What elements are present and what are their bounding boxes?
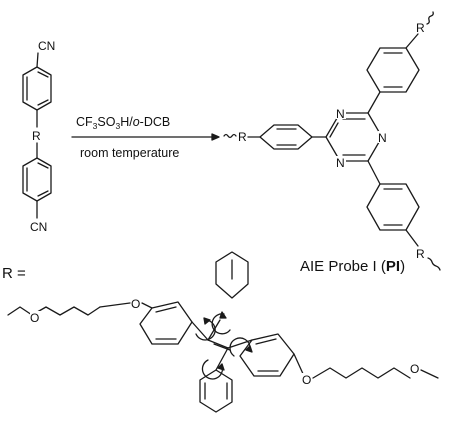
o-right-ether: O — [302, 373, 311, 387]
rotation-arrow-top — [211, 313, 231, 335]
left-alkyl-chain — [7, 306, 101, 316]
r-definition-label: R = — [2, 265, 26, 282]
wavy-bond-top — [426, 11, 434, 25]
triazine-n-top: N — [336, 107, 345, 121]
product-structure: R N N N R R — [223, 11, 441, 271]
benzene-ring-top — [366, 47, 420, 93]
cn-top-bond — [36, 52, 39, 68]
probe-label: AIE Probe I (PI) — [300, 258, 405, 275]
monomer-structure: CN R CN — [22, 39, 55, 234]
o-left-ether: O — [131, 297, 140, 311]
r-monomer-label: R — [32, 129, 41, 143]
o-right-methoxy: O — [410, 362, 419, 376]
benzene-ring-phenoxy-left — [139, 301, 193, 345]
cn-bottom-label: CN — [30, 220, 47, 234]
rotation-arrow-left — [195, 319, 216, 341]
arrow-head — [211, 133, 220, 141]
condition-label: room temperature — [80, 146, 179, 160]
r-top-label: R — [416, 21, 425, 35]
ethylene-bond — [207, 339, 229, 349]
rotation-arrow-right — [229, 337, 251, 357]
wavy-bond-bottom — [427, 257, 441, 271]
r-group-structure: O O O O — [7, 251, 439, 413]
wavy-bond-left — [223, 133, 237, 139]
reagent-label: CF3SO3H/o-DCB — [76, 115, 170, 131]
phenyl-ring-top — [215, 251, 249, 299]
rotation-arrow-bottom — [201, 359, 224, 380]
triazine-n-bottom: N — [336, 156, 345, 170]
right-alkyl-chain — [312, 367, 411, 379]
phenyl-ring-bottom — [199, 369, 233, 413]
triazine-ring — [325, 112, 383, 162]
reaction-arrow-group: CF3SO3H/o-DCB room temperature — [71, 115, 220, 160]
o-left-methoxy: O — [30, 311, 39, 325]
cn-top-label: CN — [38, 39, 55, 53]
benzene-ring-phenoxy-right — [239, 333, 295, 377]
triazine-n-right: N — [378, 131, 387, 145]
r-left-label: R — [238, 130, 247, 144]
r-bottom-label: R — [416, 247, 425, 261]
benzene-ring-bottom — [366, 183, 420, 231]
